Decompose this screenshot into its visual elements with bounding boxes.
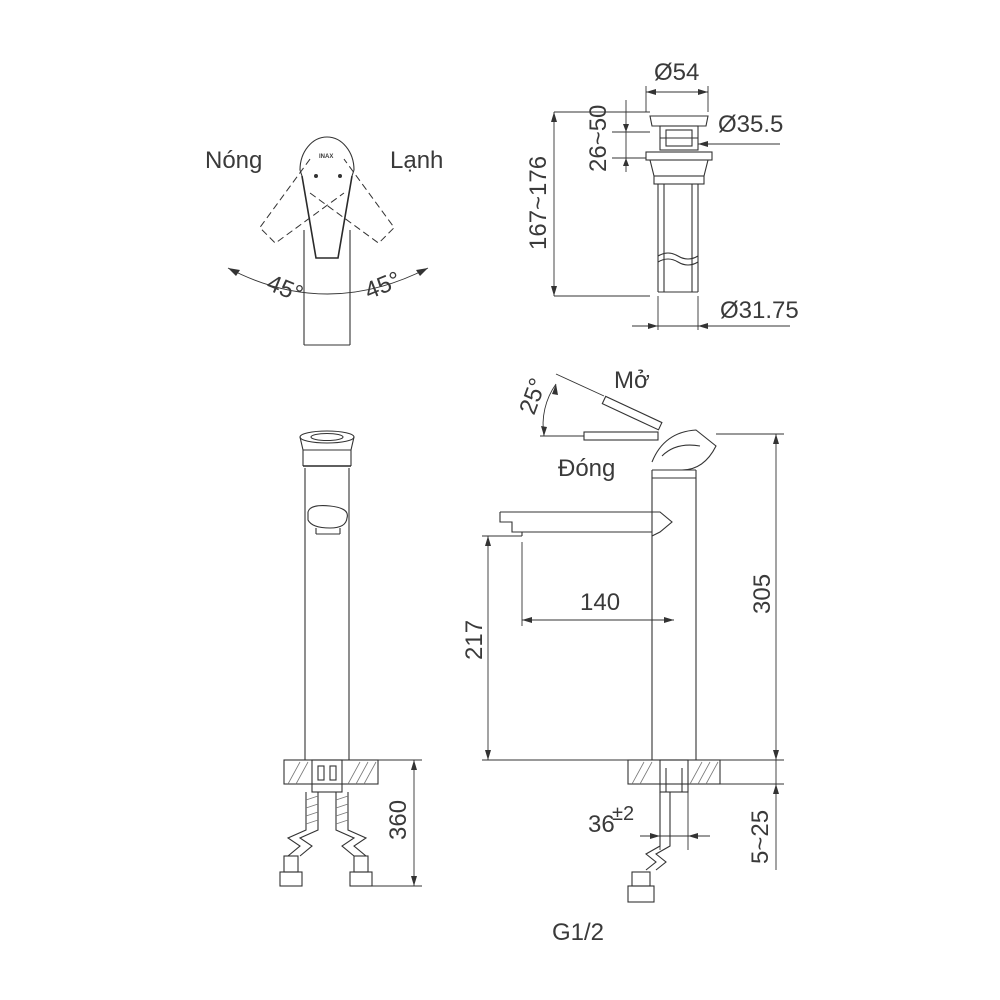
brand-mark: INAX [319,154,333,160]
drain-pipe-diameter-label: Ø31.75 [720,297,799,324]
handle-angle-label: 25° [514,375,552,418]
drain-view: 167~176 26~50 Ø54 Ø35.5 Ø31.75 [525,59,799,330]
drain-lift-label: 26~50 [585,105,612,172]
hose-length-label: 360 [385,800,412,840]
drain-cap-diameter-label: Ø35.5 [718,111,783,138]
spout-reach-label: 140 [580,589,620,616]
spout-height-label: 217 [461,620,488,660]
open-label: Mở [614,367,650,394]
mount-hole-label: 36 [588,811,615,838]
angle-right-label: 45° [361,266,405,305]
mount-hole-tolerance-label: ±2 [612,803,634,825]
cold-label: Lạnh [390,147,443,174]
counter-thickness-label: 5~25 [747,810,774,864]
total-height-label: 305 [749,574,776,614]
front-view: 360 [279,430,422,887]
side-view: 25° Mở Đóng 140 217 [461,367,784,903]
drain-top-diameter-label: Ø54 [654,59,699,86]
hot-label: Nóng [205,147,262,174]
thread-label: G1/2 [552,919,604,946]
closed-label: Đóng [558,455,615,482]
angle-left-label: 45° [263,270,307,309]
drain-length-label: 167~176 [525,156,552,250]
top-view: INAX Nóng Lạnh 45° 45° [205,136,443,346]
